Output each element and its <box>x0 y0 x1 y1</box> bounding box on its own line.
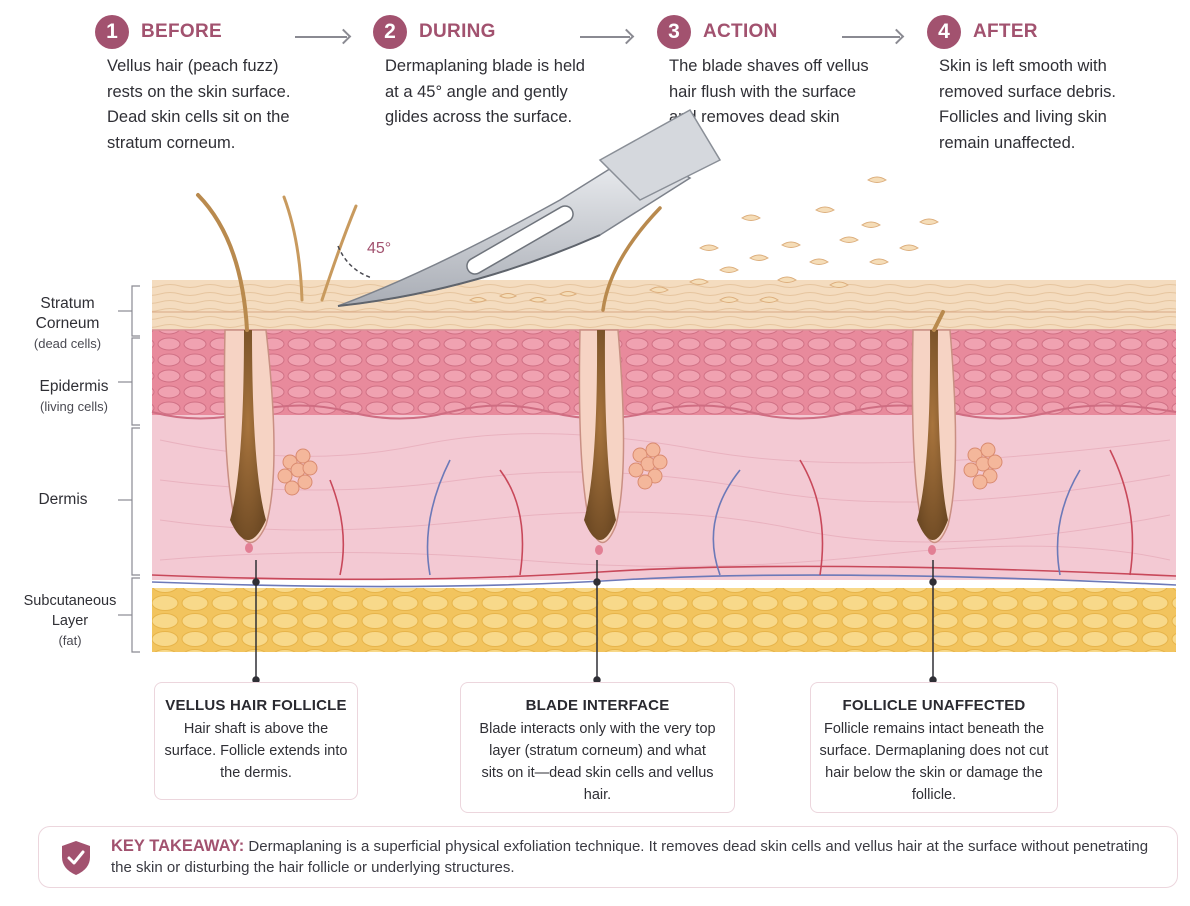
layer-brackets <box>118 285 140 653</box>
label-dermis: Dermis <box>20 490 106 510</box>
step-number-badge: 3 <box>657 15 691 49</box>
step-number-badge: 2 <box>373 15 407 49</box>
step-after: 4 AFTER Skin is left smooth with removed… <box>927 14 1139 156</box>
angle-arc <box>337 245 373 279</box>
step-description: Vellus hair (peach fuzz) rests on the sk… <box>107 57 291 152</box>
key-takeaway-banner: KEY TAKEAWAY: Dermaplaning is a superfic… <box>38 826 1178 888</box>
label-note: (dead cells) <box>33 336 102 351</box>
shield-check-icon <box>62 841 90 875</box>
hair-stub-after <box>932 310 945 332</box>
label-stratum-corneum: Stratum Corneum (dead cells) <box>20 294 115 354</box>
blood-vessels <box>151 449 1177 588</box>
callout-title: BLADE INTERFACE <box>525 697 670 714</box>
step-arrow <box>580 36 630 38</box>
callout-title: FOLLICLE UNAFFECTED <box>842 697 1026 714</box>
dermis-layer <box>152 415 1176 580</box>
label-main: Corneum <box>35 315 100 332</box>
blade-angle-label: 45° <box>367 240 392 257</box>
epidermis-layer <box>152 330 1176 415</box>
step-title: BEFORE <box>141 21 222 42</box>
takeaway-label: KEY TAKEAWAY: <box>111 837 245 855</box>
step-action: 3 ACTION The blade shaves off vellus hai… <box>657 14 874 156</box>
callout-body: Follicle remains intact beneath the surf… <box>819 721 1049 803</box>
step-before: 1 BEFORE Vellus hair (peach fuzz) rests … <box>95 14 317 156</box>
step-description: Skin is left smooth with removed surface… <box>939 57 1116 152</box>
step-title: AFTER <box>973 21 1038 42</box>
step-description: Dermaplaning blade is held at a 45° angl… <box>385 57 585 126</box>
subcutaneous-fat-layer <box>152 588 1176 652</box>
callout-leaders <box>252 560 937 684</box>
hair-follicle-3 <box>911 329 957 555</box>
dead-skin-flakes <box>468 176 939 303</box>
step-title: ACTION <box>703 21 778 42</box>
callout-body: Hair shaft is above the surface. Follicl… <box>164 721 348 781</box>
scalpel-blade-icon <box>337 108 722 307</box>
step-arrow <box>842 36 900 38</box>
step-number-badge: 4 <box>927 15 961 49</box>
callout-blade-interface: BLADE INTERFACE Blade interacts only wit… <box>460 682 735 813</box>
hair-follicle-1 <box>223 329 275 553</box>
takeaway-text-block: KEY TAKEAWAY: Dermaplaning is a superfic… <box>111 836 1161 878</box>
label-main: Dermis <box>38 491 88 508</box>
sebaceous-gland-3 <box>963 442 1003 490</box>
vellus-hair-during <box>601 206 662 312</box>
step-title: DURING <box>419 21 496 42</box>
label-note: (living cells) <box>40 399 108 414</box>
label-main: Epidermis <box>39 378 109 395</box>
callout-title: VELLUS HAIR FOLLICLE <box>165 697 347 714</box>
sebaceous-gland-2 <box>628 442 668 490</box>
callout-follicle-unaffected: FOLLICLE UNAFFECTED Follicle remains int… <box>810 682 1058 813</box>
step-arrow <box>295 36 347 38</box>
label-subcutaneous: Subcutaneous Layer (fat) <box>16 591 124 651</box>
epidermis-dermal-junction <box>151 404 1177 420</box>
callout-body: Blade interacts only with the very top l… <box>479 721 716 803</box>
label-main: Subcutaneous <box>23 593 117 609</box>
label-main: Stratum <box>40 295 95 312</box>
label-epidermis: Epidermis (living cells) <box>20 377 128 417</box>
takeaway-text: Dermaplaning is a superficial physical e… <box>111 838 1149 876</box>
sebaceous-gland-1 <box>277 448 318 496</box>
step-number-badge: 1 <box>95 15 129 49</box>
hair-follicle-2 <box>578 329 625 555</box>
label-main: Layer <box>51 613 89 629</box>
step-during: 2 DURING Dermaplaning blade is held at a… <box>373 14 590 131</box>
callout-vellus-hair-follicle: VELLUS HAIR FOLLICLE Hair shaft is above… <box>154 682 358 800</box>
label-note: (fat) <box>58 633 82 648</box>
